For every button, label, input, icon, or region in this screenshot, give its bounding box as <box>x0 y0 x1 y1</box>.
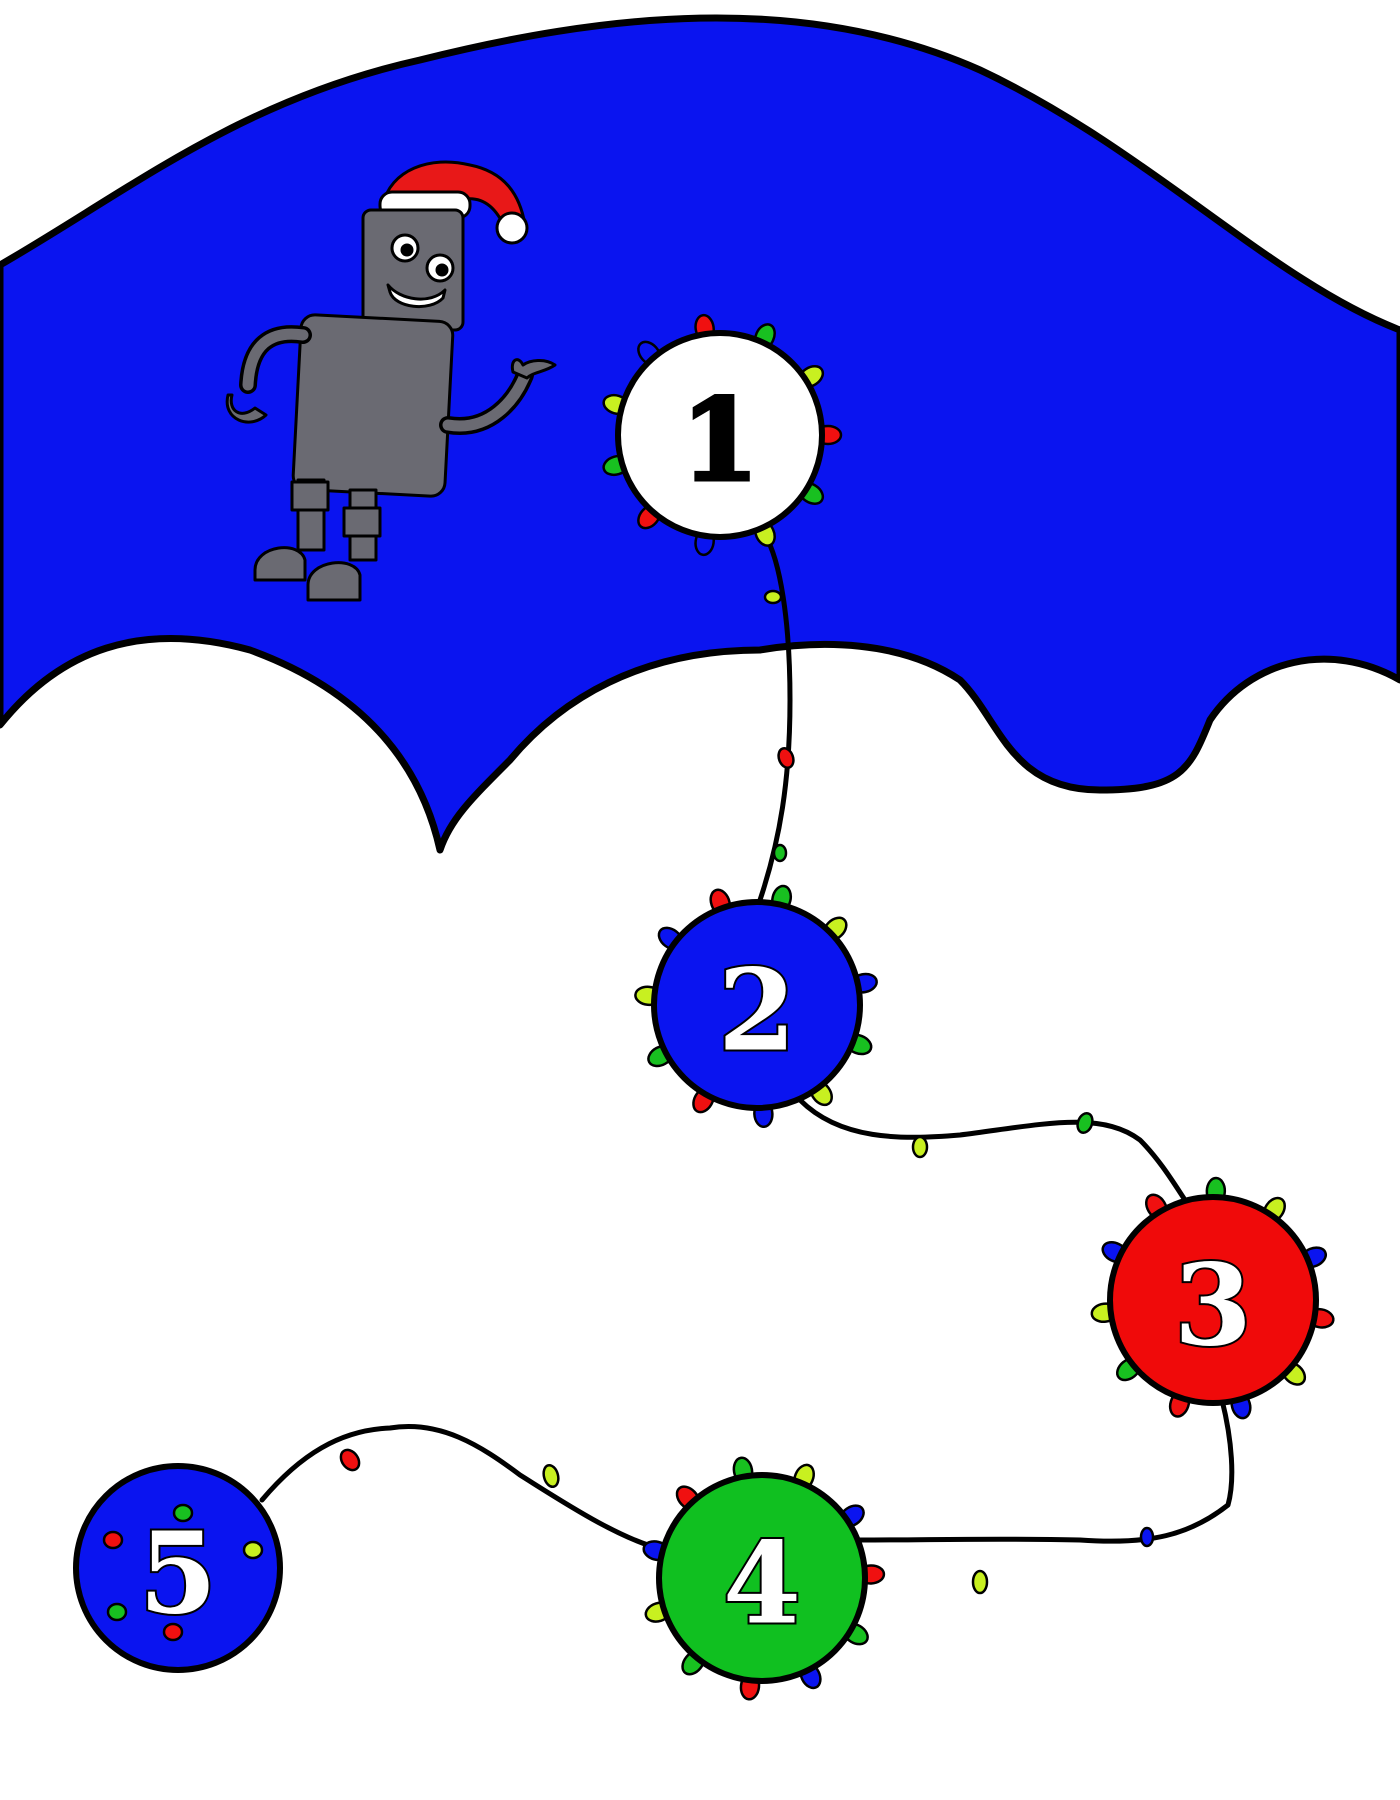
board-space-number: 3 <box>1174 1241 1252 1372</box>
light-string-path <box>259 532 1235 1553</box>
string-light-bulbs <box>339 589 1155 1595</box>
board-spaces: 1 2 3 4 5 <box>73 313 1335 1701</box>
board-space-1[interactable]: 1 <box>601 313 843 557</box>
board-space-number: 2 <box>718 946 796 1077</box>
board-space-circle[interactable] <box>615 330 825 540</box>
board-space-4[interactable]: 4 <box>642 1456 886 1701</box>
board-space-number: 1 <box>681 376 759 507</box>
board-space-circle[interactable] <box>1107 1194 1319 1406</box>
inner-light-bulb <box>172 1503 194 1523</box>
robot-with-santa-hat-icon <box>225 160 557 602</box>
inner-light-bulb <box>106 1602 128 1622</box>
board-space-3[interactable]: 3 <box>1090 1176 1335 1420</box>
board-space-circle[interactable] <box>656 1472 868 1684</box>
inner-light-bulb <box>242 1540 264 1560</box>
inner-light-bulb <box>102 1530 124 1550</box>
board-space-5[interactable]: 5 <box>73 1463 283 1673</box>
board-space-circle[interactable] <box>651 899 863 1111</box>
board-space-circle[interactable] <box>73 1463 283 1673</box>
inner-light-bulb <box>162 1622 184 1642</box>
board-space-number: 5 <box>139 1509 217 1640</box>
board-space-number: 4 <box>723 1519 801 1650</box>
board-space-2[interactable]: 2 <box>634 884 879 1129</box>
